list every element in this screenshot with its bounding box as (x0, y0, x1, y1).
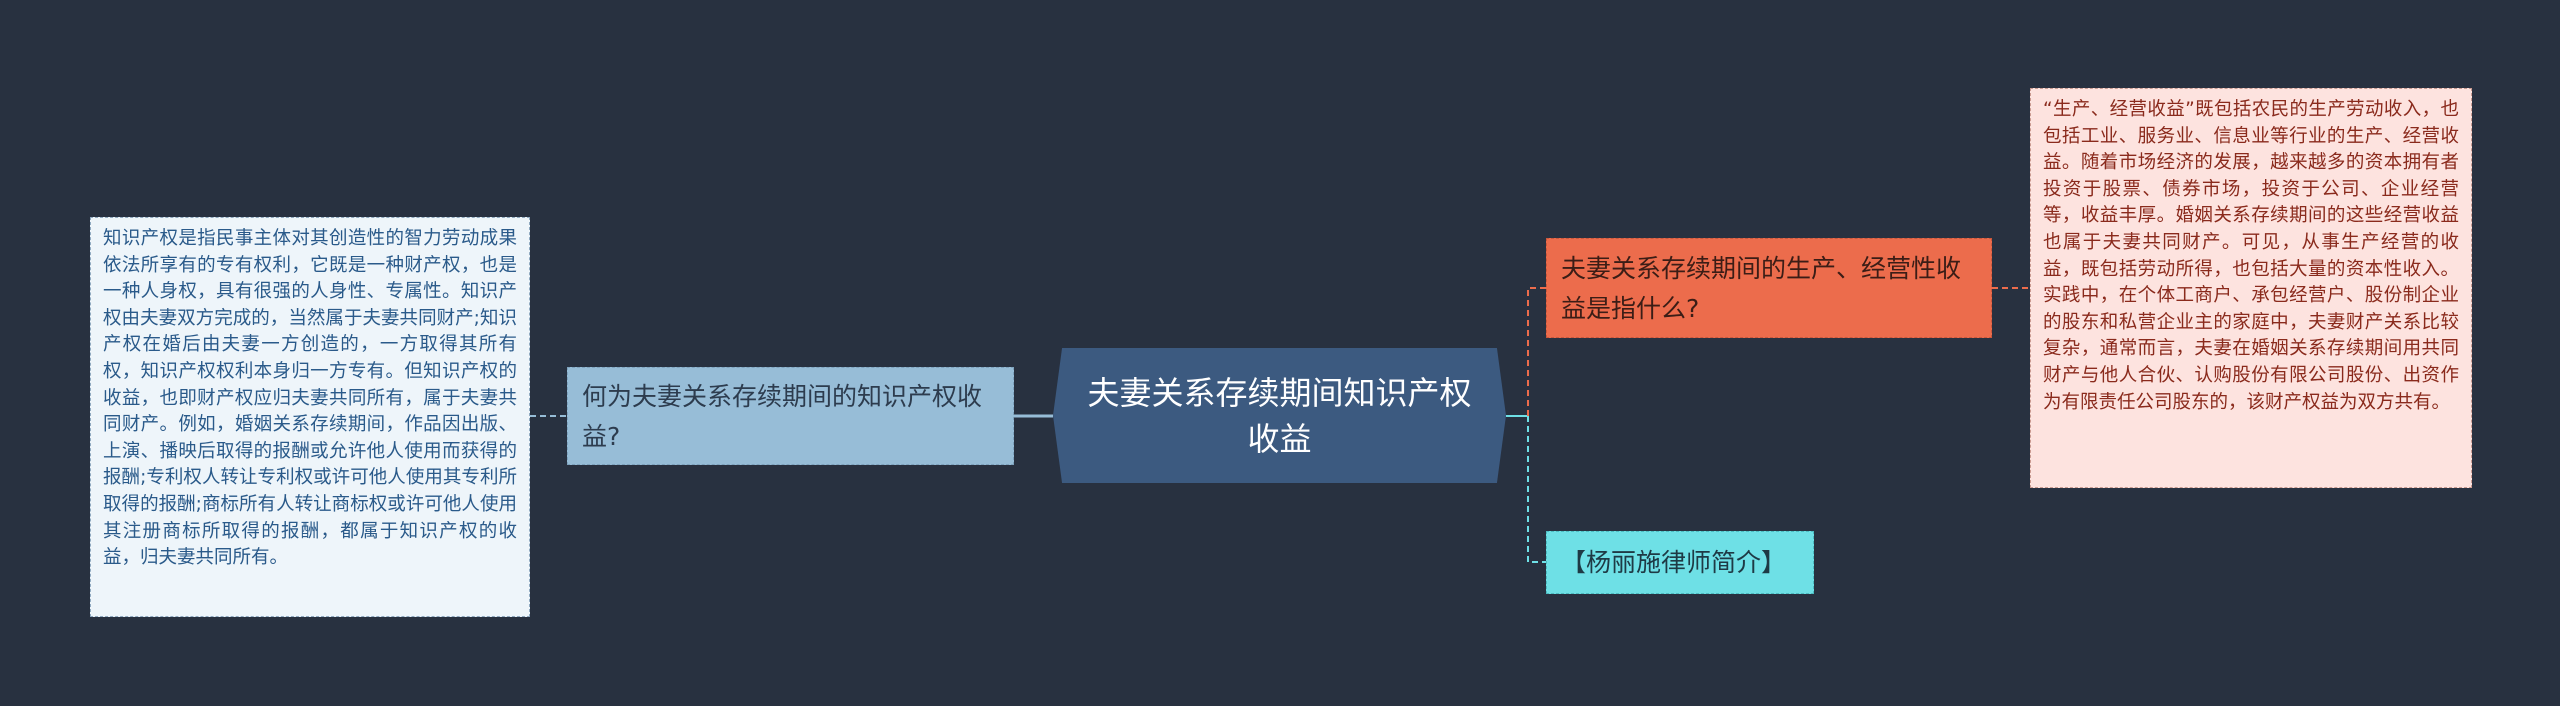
lawyer-intro-node[interactable]: 【杨丽施律师简介】 (1546, 531, 1814, 594)
central-topic-node[interactable]: 夫妻关系存续期间知识产权收益 (1053, 348, 1506, 483)
right-question-node[interactable]: 夫妻关系存续期间的生产、经营性收益是指什么? (1546, 238, 1992, 338)
central-topic-label: 夫妻关系存续期间知识产权收益 (1087, 373, 1472, 458)
connector-to-lawyer (1527, 416, 1546, 563)
left-question-node[interactable]: 何为夫妻关系存续期间的知识产权收益? (567, 367, 1014, 465)
right-detail-box[interactable]: “生产、经营收益”既包括农民的生产劳动收入，也包括工业、服务业、信息业等行业的生… (2030, 88, 2472, 488)
left-detail-box[interactable]: 知识产权是指民事主体对其创造性的智力劳动成果依法所享有的专有权利，它既是一种财产… (90, 217, 530, 617)
connector-to-orange (1527, 287, 1546, 416)
